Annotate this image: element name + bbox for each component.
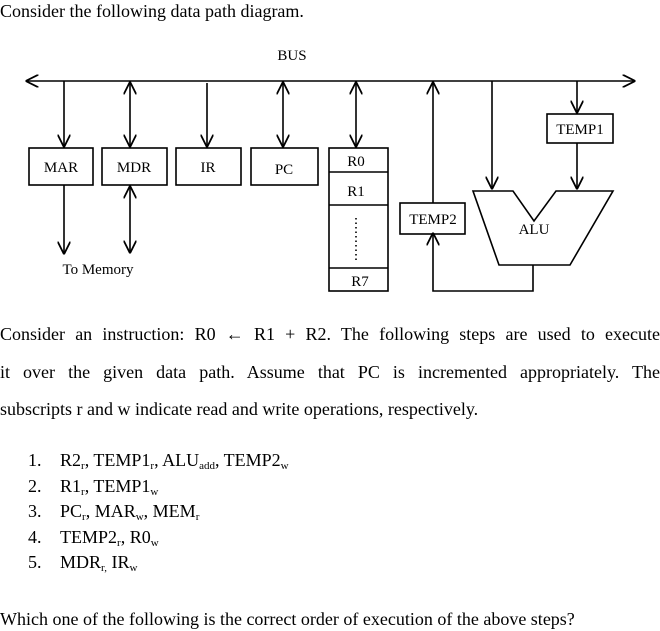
- step-text: PCr, MARw, MEMr: [60, 501, 200, 523]
- alu-temp2-path: [433, 234, 534, 292]
- step-item: 1. R2r, TEMP1r, ALUadd, TEMP2w: [28, 448, 289, 474]
- ir-box: [175, 147, 242, 186]
- register-file-box: [328, 147, 389, 292]
- paragraph-line-3: subscripts r and w indicate read and wri…: [0, 399, 479, 419]
- data-path-diagram: BUS MAR MDR IR PC R0 R1 R7 TEMP1 TEMP2 A…: [0, 48, 660, 292]
- step-number: 1.: [28, 450, 42, 470]
- r1-label: R1: [347, 184, 365, 200]
- step-number: 2.: [28, 475, 42, 496]
- pc-box: [250, 147, 319, 186]
- mar-box: [28, 147, 94, 186]
- step-text: MDRr, IRw: [60, 552, 138, 574]
- temp2-label: TEMP2: [409, 212, 457, 228]
- temp1-box: [546, 113, 614, 144]
- step-item: 2. R1r, TEMP1w: [28, 474, 289, 500]
- mar-label: MAR: [44, 160, 78, 176]
- mdr-box: [101, 147, 168, 186]
- step-number: 5.: [28, 552, 42, 572]
- alu-shape: [471, 190, 615, 266]
- step-item: 3. PCr, MARw, MEMr: [28, 499, 289, 525]
- step-number: 4.: [28, 526, 42, 547]
- steps-list: 1. R2r, TEMP1r, ALUadd, TEMP2w 2. R1r, TEMP…: [28, 448, 289, 576]
- temp1-label: TEMP1: [556, 122, 604, 138]
- to-memory-label: To Memory: [62, 262, 134, 278]
- step-item: 5. MDRr, IRw: [28, 550, 289, 576]
- mdr-label: MDR: [117, 160, 151, 176]
- alu-label: ALU: [519, 222, 550, 238]
- step-text: R2r, TEMP1r, ALUadd, TEMP2w: [60, 450, 289, 472]
- temp2-box: [399, 202, 466, 235]
- bus-label: BUS: [277, 48, 306, 64]
- question-text: Which one of the following is the correc…: [0, 609, 575, 629]
- ir-label: IR: [201, 160, 216, 176]
- paragraph-line-2: it over the given data path. Assume that…: [0, 362, 660, 382]
- step-number: 3.: [28, 501, 42, 521]
- r7-label: R7: [351, 274, 369, 290]
- r0-label: R0: [347, 154, 365, 170]
- step-item: 4. TEMP2r, R0w: [28, 525, 289, 551]
- step-text: R1r, TEMP1w: [60, 475, 159, 498]
- step-text: TEMP2r, R0w: [60, 526, 159, 549]
- intro-text: Consider the following data path diagram…: [0, 1, 304, 21]
- pc-label: PC: [275, 162, 293, 178]
- paragraph-line-1: Consider an instruction: R0 ← R1 + R2. T…: [0, 324, 660, 344]
